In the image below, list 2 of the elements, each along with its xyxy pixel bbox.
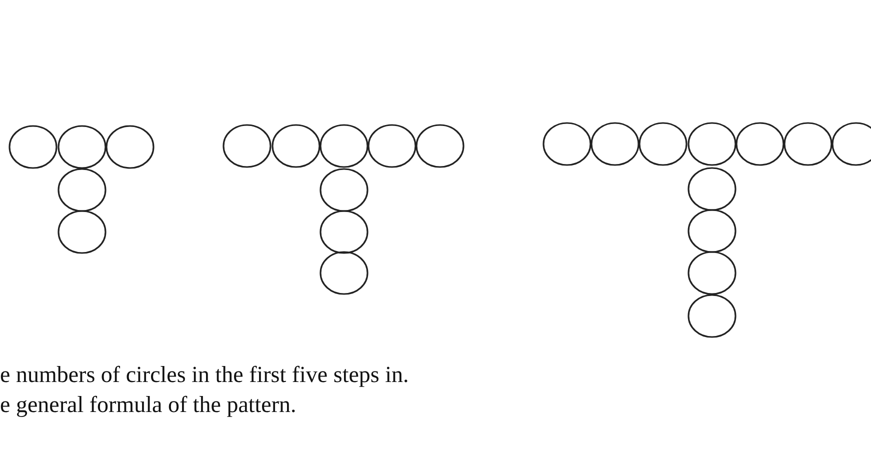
question-text: e numbers of circles in the first five steps in. — [0, 362, 409, 388]
question-text: e general formula of the pattern. — [0, 392, 296, 418]
